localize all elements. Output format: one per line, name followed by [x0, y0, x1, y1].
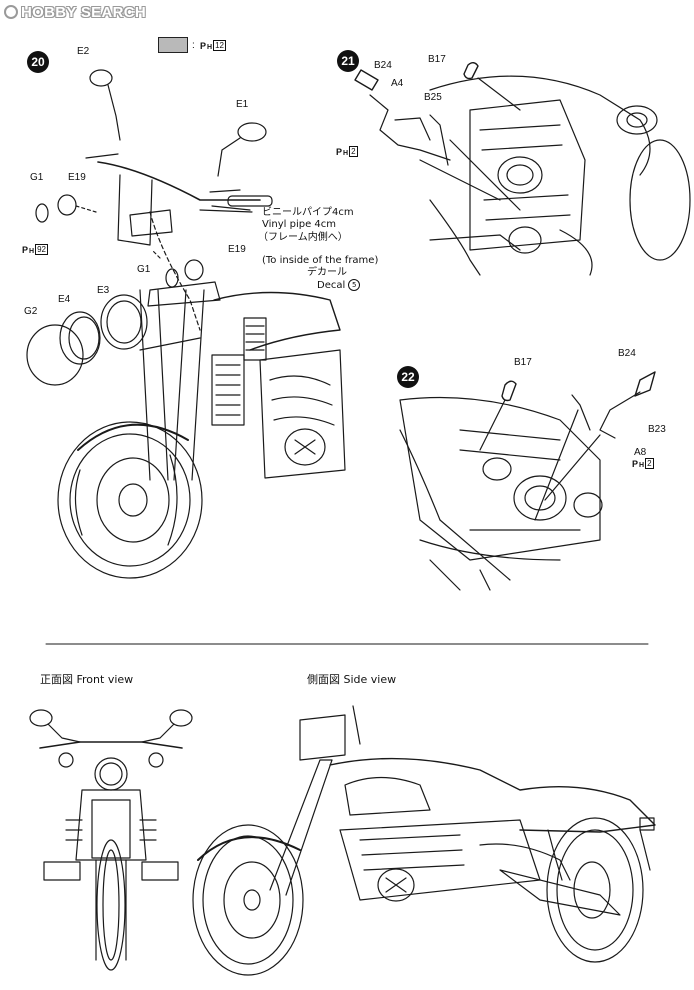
vinyl-pipe-en: Vinyl pipe 4cm [262, 219, 337, 230]
front-view-drawing [29, 709, 193, 971]
decal-jp: デカール [307, 267, 347, 278]
part-label-a4: A4 [391, 78, 404, 89]
paint-swatch [158, 37, 188, 53]
front-view-label: 正面図 Front view [40, 673, 134, 686]
part-label-b24-s22: B24 [618, 348, 636, 359]
part-label-e19-right: E19 [228, 244, 246, 255]
side-view-label: 側面図 Side view [307, 673, 397, 686]
step-20-badge: 20 [27, 51, 49, 73]
part-label-e1: E1 [236, 99, 249, 110]
watermark-text: HOBBY SEARCH [21, 3, 147, 21]
part-label-g1-right: G1 [137, 264, 151, 275]
part-label-b17-s21: B17 [428, 54, 446, 65]
step20-paint-ref-number: 92 [35, 244, 48, 255]
step20-drawing [26, 69, 346, 579]
part-label-b23: B23 [648, 424, 666, 435]
part-label-e2: E2 [77, 46, 90, 57]
decal-en: Decal [317, 280, 346, 291]
watermark-logo-icon [4, 5, 18, 19]
part-label-e4: E4 [58, 294, 71, 305]
paint-key-colon: : [192, 40, 195, 51]
step-21-badge: 21 [337, 50, 359, 72]
vinyl-pipe-jp: ビニールパイプ4cm [262, 207, 354, 218]
side-view-drawing [192, 705, 656, 976]
part-label-g1-left: G1 [30, 172, 44, 183]
part-label-e3: E3 [97, 285, 110, 296]
part-label-a8: A8 [634, 447, 647, 458]
frame-note-jp: （フレーム内側へ） [258, 232, 348, 243]
paint-key-ref-prefix: P [200, 40, 207, 51]
part-label-b25: B25 [424, 92, 442, 103]
paint-key-ref-number: 12 [213, 40, 226, 51]
step21-paint-ref-number: 2 [349, 146, 358, 157]
step22-paint-ref-number: 2 [645, 458, 654, 469]
watermark: HOBBY SEARCH [4, 2, 146, 22]
paint-key-ref-sub: H [207, 44, 213, 51]
part-label-e19-left: E19 [68, 172, 86, 183]
part-label-g2: G2 [24, 306, 38, 317]
frame-note-en: (To inside of the frame) [262, 255, 379, 266]
part-label-b24-s21: B24 [374, 60, 392, 71]
step21-drawing [354, 62, 691, 276]
step22-drawing [399, 371, 656, 591]
part-label-b17-s22: B17 [514, 357, 532, 368]
step-22-badge: 22 [397, 366, 419, 388]
decal-number: 5 [348, 279, 361, 291]
